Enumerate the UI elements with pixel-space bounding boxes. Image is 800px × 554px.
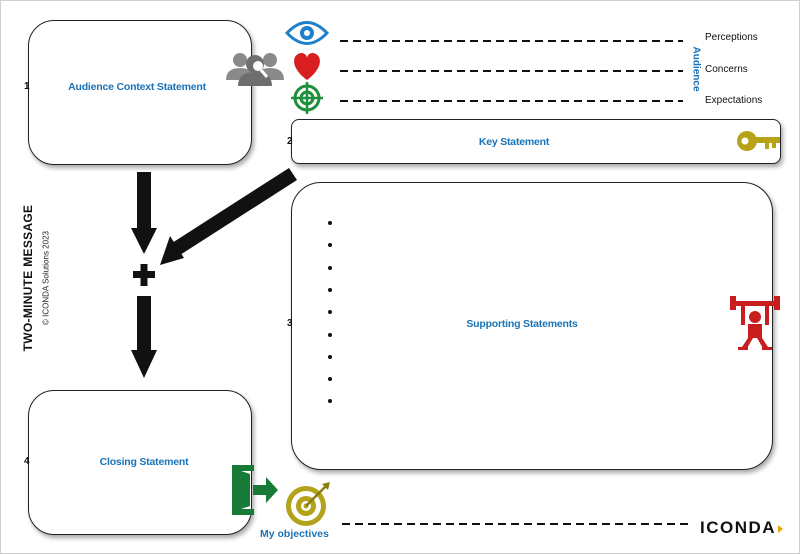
plus-icon-v (140, 264, 148, 286)
supporting-statements-box[interactable] (291, 182, 773, 470)
eye-icon (284, 21, 330, 45)
box-number-1: 1 (24, 81, 30, 92)
box-number-2: 2 (287, 136, 293, 147)
bullet-point (328, 265, 332, 270)
bullet-point (328, 377, 332, 382)
closing-statement-box[interactable] (28, 390, 252, 535)
arrow-down-bottom-head (131, 350, 157, 378)
audience-item-concerns: Concerns (705, 64, 748, 75)
audience-context-box[interactable] (28, 20, 252, 165)
closing-statement-label: Closing Statement (99, 456, 189, 468)
box-number-4: 4 (24, 456, 30, 467)
box-number-3: 3 (287, 318, 293, 329)
audience-context-label: Audience Context Statement (68, 81, 206, 93)
bullet-point (328, 310, 332, 315)
logo-text: ICONDA (700, 518, 777, 537)
bullseye-arrow-icon (286, 482, 330, 526)
bullet-point (328, 287, 332, 292)
bullet-point (328, 399, 332, 404)
exit-door-icon (232, 465, 278, 515)
arrow-diagonal (160, 168, 297, 265)
my-objectives-label: My objectives (260, 528, 329, 540)
supporting-statements-label: Supporting Statements (466, 318, 578, 330)
key-statement-box[interactable] (291, 119, 781, 164)
key-statement-label: Key Statement (478, 136, 550, 148)
target-crosshair-icon (291, 82, 323, 114)
logo-accent-icon (778, 524, 784, 533)
weightlifter-icon (730, 296, 780, 350)
bullet-point (328, 354, 332, 359)
audience-item-expectations: Expectations (705, 95, 763, 106)
audience-group-icon (226, 53, 284, 86)
heart-icon (294, 52, 320, 80)
bullet-point (328, 243, 332, 248)
key-icon (737, 131, 780, 151)
arrow-down-top-shaft (137, 172, 151, 230)
iconda-logo: ICONDA (700, 518, 784, 538)
bullet-point (328, 221, 332, 225)
audience-item-perceptions: Perceptions (705, 32, 758, 43)
bullet-point (328, 332, 332, 337)
arrow-down-bottom-shaft (137, 296, 151, 352)
arrow-down-top-head (131, 228, 157, 254)
